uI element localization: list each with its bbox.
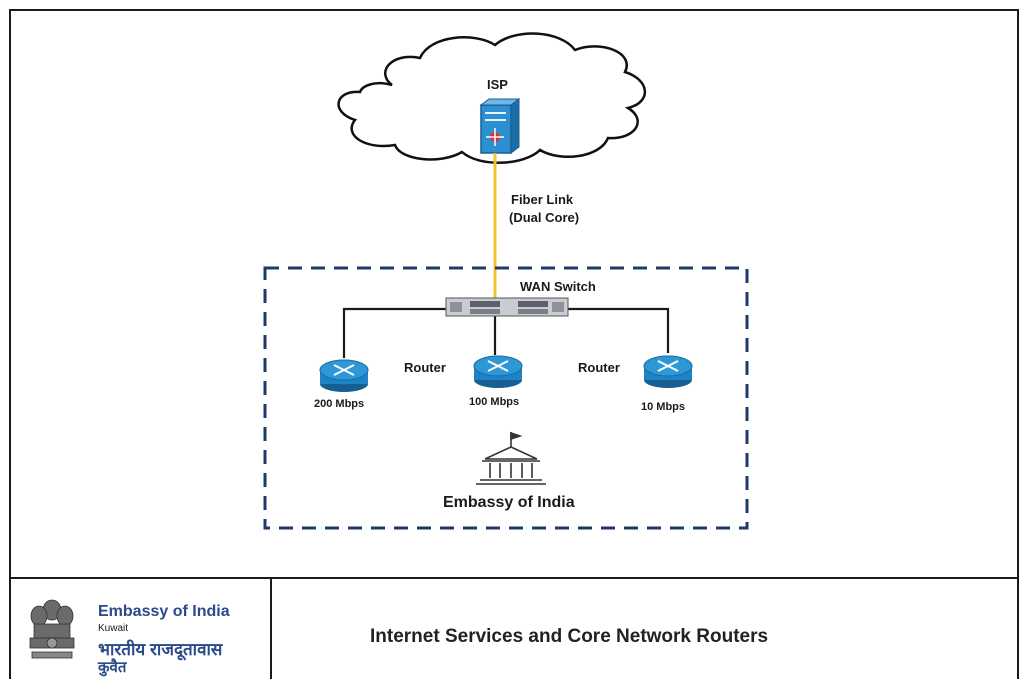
wan-switch-icon: [445, 297, 569, 317]
isp-device-icon: [479, 98, 521, 154]
embassy-network-boundary: [263, 266, 749, 530]
router-speed: 100 Mbps: [469, 396, 520, 408]
router-icon: [643, 355, 693, 388]
page-title: Internet Services and Core Network Route…: [370, 626, 769, 647]
org-name-hindi: भारतीय राजदूतावास: [98, 640, 223, 659]
router-label: Router: [404, 360, 446, 375]
org-name: Embassy of India: [98, 603, 230, 620]
isp-cloud: [337, 32, 647, 164]
switch-router-links: [342, 307, 670, 358]
router-icon: [473, 355, 523, 388]
wan-switch-label: WAN Switch: [520, 279, 596, 294]
footer-divider: [270, 577, 272, 679]
national-emblem-icon: [29, 599, 75, 659]
isp-label: ISP: [487, 77, 508, 92]
router-speed: 200 Mbps: [314, 398, 365, 410]
footer-separator: [9, 577, 1019, 579]
embassy-building-icon: [476, 431, 546, 485]
diagram-frame: [9, 9, 1019, 679]
router-icon: [319, 359, 369, 392]
fiber-link-sublabel: (Dual Core): [509, 210, 580, 225]
router-speed: 10 Mbps: [641, 401, 686, 413]
org-city-hindi: कुवैत: [98, 659, 127, 676]
embassy-label: Embassy of India: [443, 494, 575, 511]
org-city: Kuwait: [98, 623, 129, 634]
fiber-link-label: Fiber Link: [511, 192, 574, 207]
router-label: Router: [578, 360, 620, 375]
